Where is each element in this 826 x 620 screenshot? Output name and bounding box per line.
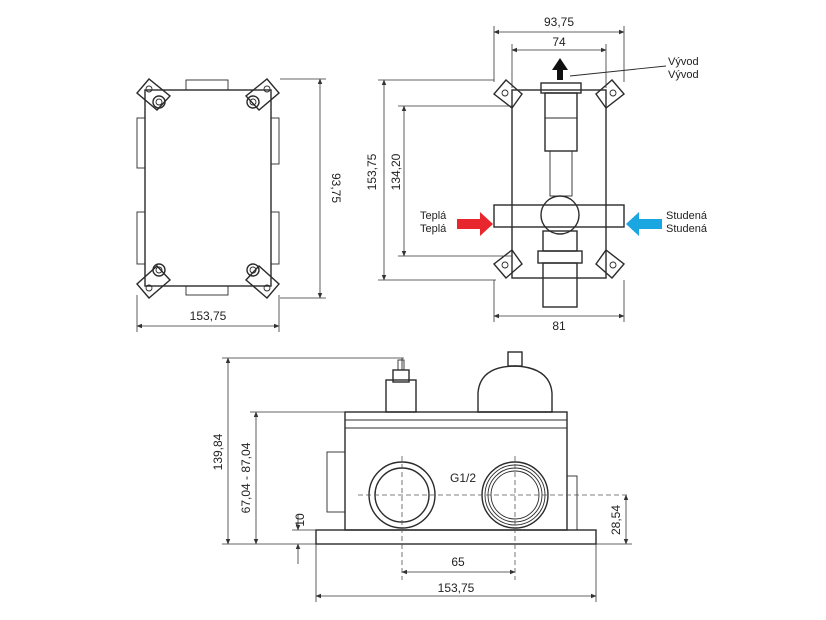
side-top-inner-label: 74 — [552, 35, 566, 49]
mounting-ear — [595, 79, 626, 110]
mounting-ear — [492, 248, 523, 279]
mounting-ear — [595, 248, 626, 279]
arrow-left-icon — [626, 212, 662, 236]
outlet-label: Vývod — [668, 69, 699, 81]
bottom-view: G1/2 139,84 67,04 - 87,04 10 28,54 65 15… — [211, 351, 632, 602]
arrow-right-icon — [457, 212, 493, 236]
range-height-label: 67,04 - 87,04 — [239, 442, 253, 513]
front-view: 93,75 153,75 — [136, 78, 343, 332]
front-height-label: 93,75 — [329, 173, 343, 203]
port-spacing-label: 65 — [451, 555, 465, 569]
mounting-ear — [244, 263, 280, 299]
side-height-inner-label: 134,20 — [389, 153, 403, 190]
side-height-outer-label: 153,75 — [365, 153, 379, 190]
valve-cap — [477, 365, 553, 413]
total-height-label: 139,84 — [211, 433, 225, 470]
side-view: Vývod Vývod Teplá Teplá Studená Studená … — [365, 15, 708, 333]
hot-label: Teplá — [420, 210, 447, 222]
outlet-cap — [540, 82, 582, 94]
bottom-pipe — [542, 262, 578, 308]
lever-stem — [385, 379, 417, 413]
outlet-pipe — [544, 92, 578, 152]
mounting-ear — [244, 78, 280, 111]
outlet-label: Vývod — [668, 56, 699, 68]
cross-pipe — [493, 204, 625, 228]
side-body — [511, 89, 607, 279]
mounting-ear — [136, 78, 172, 111]
front-width-label: 153,75 — [190, 309, 227, 323]
mounting-ear — [136, 263, 172, 299]
mounting-ear — [492, 79, 523, 110]
offset-label: 10 — [293, 513, 307, 527]
front-body — [144, 89, 272, 287]
cold-label: Studená — [666, 210, 708, 222]
port-height-label: 28,54 — [609, 505, 623, 535]
front-tab-left-bottom — [136, 211, 146, 265]
side-top-outer-label: 93,75 — [544, 15, 574, 29]
base-plate — [315, 529, 597, 545]
arrow-up-icon — [552, 58, 568, 80]
bottom-width-label: 153,75 — [438, 581, 475, 595]
valve-body — [540, 195, 580, 235]
thread-label: G1/2 — [450, 471, 476, 485]
front-tab-right-top — [270, 117, 280, 165]
front-tab-left-top — [136, 117, 146, 169]
cold-label: Studená — [666, 223, 708, 235]
front-tab-right-bottom — [270, 211, 280, 265]
front-tab-bottom — [185, 285, 229, 296]
side-bottom-label: 81 — [552, 319, 566, 333]
front-tab-top — [185, 79, 229, 91]
hot-label: Teplá — [420, 223, 447, 235]
